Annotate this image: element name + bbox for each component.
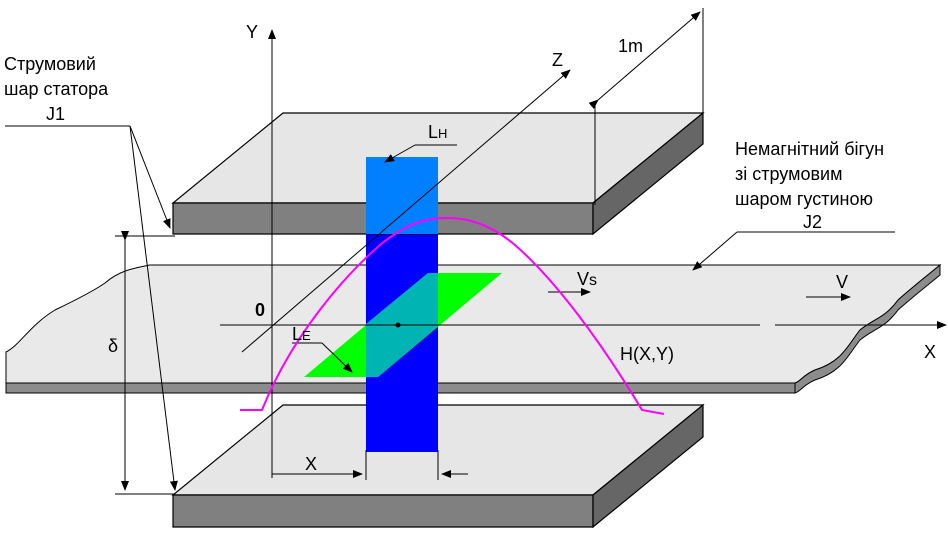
runner-label-line1: Немагнітний бігун: [735, 139, 884, 159]
gap-label: δ: [108, 336, 118, 356]
labels: Y Z X 0 1m Струмовий шар статора J1 Нема…: [4, 22, 936, 474]
x-dim-label: X: [305, 454, 317, 474]
vs-label: Vs: [577, 269, 597, 289]
axis-z-label: Z: [552, 50, 563, 70]
field-curve: [240, 216, 665, 415]
runner-label-line2: зі струмовим: [735, 164, 842, 184]
stator-label-line3: J1: [46, 104, 65, 124]
field-label: H(X,Y): [620, 344, 674, 364]
axis-x-label: X: [924, 342, 936, 362]
width-label: 1m: [618, 36, 643, 56]
stator-label-line1: Струмовий: [4, 54, 96, 74]
runner-label-line4: J2: [803, 212, 822, 232]
runner-label-line3: шаром густиною: [735, 189, 873, 209]
lh-label: LH: [428, 122, 447, 142]
stator-label-line2: шар статора: [4, 79, 109, 99]
v-label: V: [836, 272, 848, 292]
field-band-upper: [366, 157, 438, 234]
axes: [5, 8, 947, 495]
origin-label: 0: [255, 300, 265, 320]
axis-y-label: Y: [246, 22, 258, 42]
origin-point: [395, 322, 401, 328]
le-label: LE: [292, 324, 311, 344]
